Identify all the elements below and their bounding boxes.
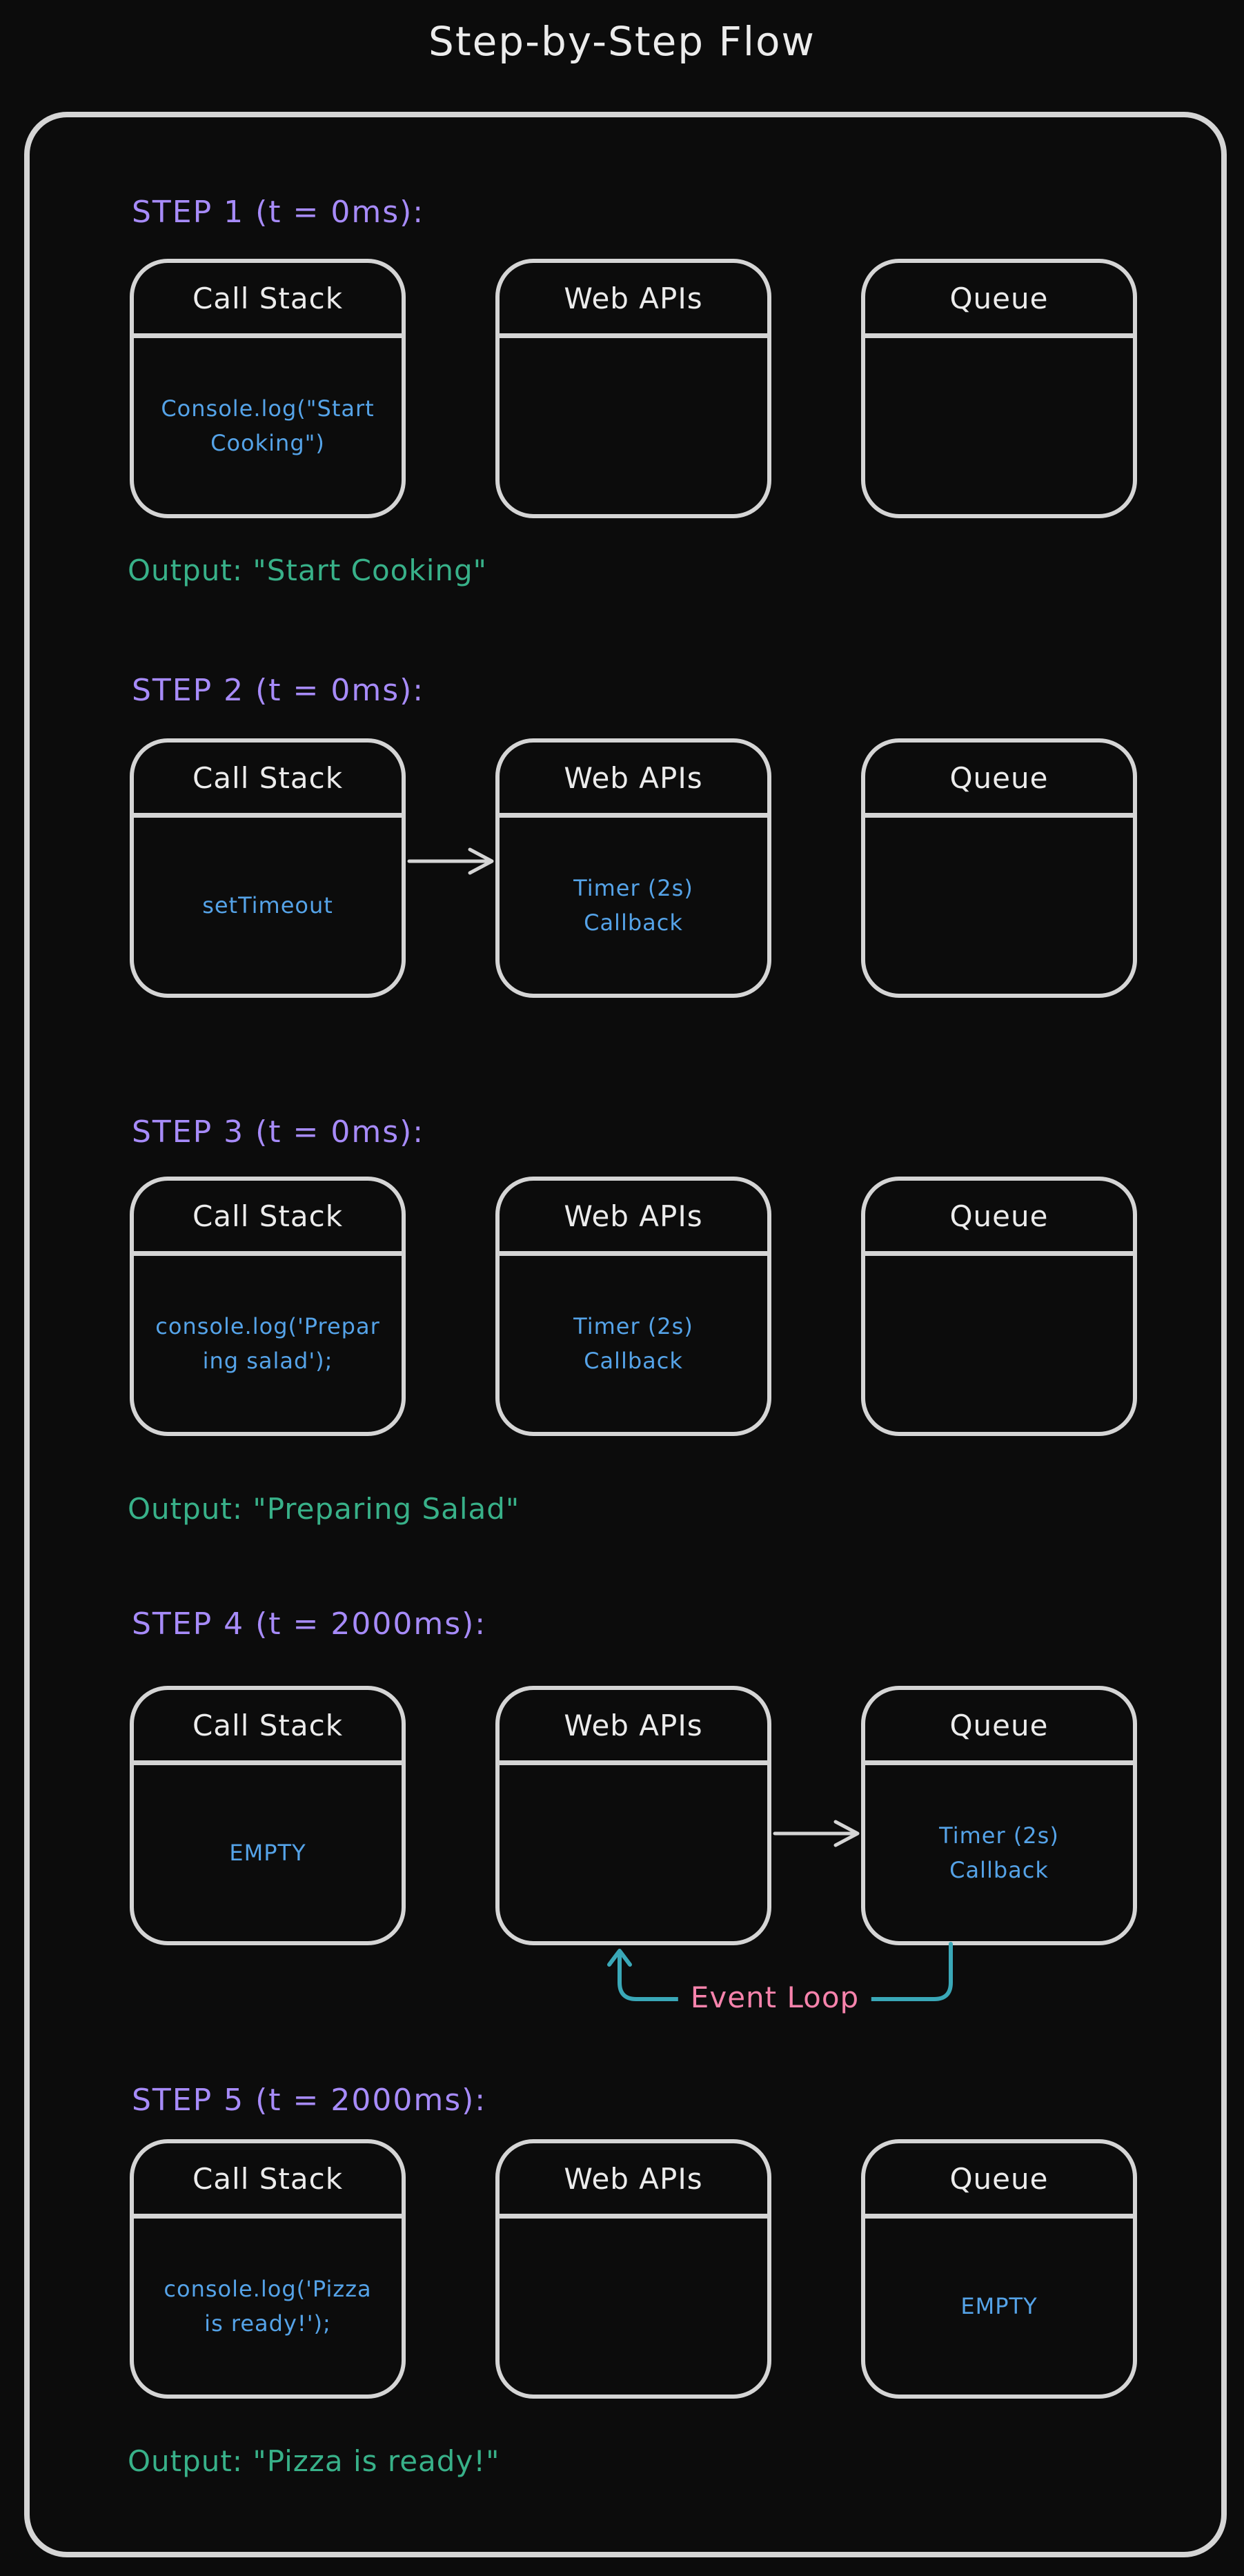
step-2-row: Call Stack setTimeout Web APIs Timer (2s…: [30, 738, 1221, 998]
step-3-row: Call Stack console.log('Prepar ing salad…: [30, 1177, 1221, 1436]
box-title: Web APIs: [564, 2161, 703, 2196]
web-apis-content: Timer (2s) Callback: [573, 874, 693, 936]
page-title: Step-by-Step Flow: [428, 18, 816, 65]
box-title: Web APIs: [564, 1708, 703, 1742]
box-divider: [865, 2214, 1133, 2219]
web-apis-box: Web APIs: [495, 259, 771, 518]
step-1-output: Output: "Start Cooking": [128, 553, 487, 587]
step-4-label: STEP 4 (t = 2000ms):: [132, 1606, 487, 1642]
web-apis-content: [500, 1765, 767, 1941]
box-title: Queue: [949, 2161, 1049, 2196]
web-apis-box: Web APIs Timer (2s) Callback: [495, 1177, 771, 1436]
box-divider: [134, 2214, 402, 2219]
event-loop-label: Event Loop: [678, 1980, 872, 2014]
box-divider: [865, 333, 1133, 338]
web-apis-box: Web APIs: [495, 2139, 771, 2399]
call-stack-box: Call Stack console.log('Pizza is ready!'…: [130, 2139, 406, 2399]
step-3-output: Output: "Preparing Salad": [128, 1492, 520, 1526]
call-stack-box: Call Stack console.log('Prepar ing salad…: [130, 1177, 406, 1436]
call-stack-content: console.log('Prepar ing salad');: [155, 1312, 380, 1374]
web-apis-content: [500, 338, 767, 514]
box-title: Call Stack: [192, 281, 344, 315]
box-title: Call Stack: [192, 760, 344, 795]
box-title: Queue: [949, 1199, 1049, 1233]
call-stack-box: Call Stack Console.log("Start Cooking"): [130, 259, 406, 518]
queue-box: Queue: [861, 259, 1137, 518]
arrow-right-icon: [773, 1820, 860, 1847]
queue-content: EMPTY: [960, 2292, 1038, 2319]
box-divider: [865, 1251, 1133, 1256]
box-divider: [500, 333, 767, 338]
box-title: Call Stack: [192, 1199, 344, 1233]
step-5-row: Call Stack console.log('Pizza is ready!'…: [30, 2139, 1221, 2399]
call-stack-content: Console.log("Start Cooking"): [161, 395, 375, 456]
box-divider: [134, 333, 402, 338]
web-apis-content: Timer (2s) Callback: [573, 1312, 693, 1374]
call-stack-box: Call Stack setTimeout: [130, 738, 406, 998]
queue-box: Queue EMPTY: [861, 2139, 1137, 2399]
call-stack-content: EMPTY: [229, 1839, 306, 1866]
step-3-label: STEP 3 (t = 0ms):: [132, 1114, 425, 1150]
box-divider: [500, 813, 767, 818]
call-stack-content: setTimeout: [202, 892, 333, 918]
step-1-label: STEP 1 (t = 0ms):: [132, 195, 425, 230]
call-stack-content: console.log('Pizza is ready!');: [164, 2275, 372, 2337]
box-title: Queue: [949, 760, 1049, 795]
box-divider: [134, 1760, 402, 1765]
queue-content: [865, 1256, 1133, 1432]
web-apis-box: Web APIs Timer (2s) Callback: [495, 738, 771, 998]
arrow-right-icon: [407, 847, 494, 875]
box-divider: [500, 1760, 767, 1765]
web-apis-content: [500, 2219, 767, 2395]
box-divider: [500, 2214, 767, 2219]
queue-box: Queue: [861, 738, 1137, 998]
box-divider: [500, 1251, 767, 1256]
call-stack-box: Call Stack EMPTY: [130, 1686, 406, 1945]
step-4-row: Call Stack EMPTY Web APIs Queue Timer (2…: [30, 1686, 1221, 1945]
box-title: Web APIs: [564, 760, 703, 795]
queue-box: Queue Timer (2s) Callback: [861, 1686, 1137, 1945]
box-title: Web APIs: [564, 281, 703, 315]
box-title: Web APIs: [564, 1199, 703, 1233]
queue-content: Timer (2s) Callback: [939, 1822, 1059, 1883]
step-5-output: Output: "Pizza is ready!": [128, 2444, 500, 2478]
box-divider: [865, 1760, 1133, 1765]
box-title: Queue: [949, 1708, 1049, 1742]
box-title: Call Stack: [192, 1708, 344, 1742]
box-divider: [134, 813, 402, 818]
step-5-label: STEP 5 (t = 2000ms):: [132, 2083, 487, 2118]
web-apis-box: Web APIs: [495, 1686, 771, 1945]
flow-container: STEP 1 (t = 0ms): Call Stack Console.log…: [24, 112, 1227, 2557]
queue-box: Queue: [861, 1177, 1137, 1436]
step-1-row: Call Stack Console.log("Start Cooking") …: [30, 259, 1221, 518]
queue-content: [865, 338, 1133, 514]
queue-content: [865, 818, 1133, 994]
box-title: Call Stack: [192, 2161, 344, 2196]
step-2-label: STEP 2 (t = 0ms):: [132, 673, 425, 708]
box-divider: [865, 813, 1133, 818]
box-divider: [134, 1251, 402, 1256]
box-title: Queue: [949, 281, 1049, 315]
